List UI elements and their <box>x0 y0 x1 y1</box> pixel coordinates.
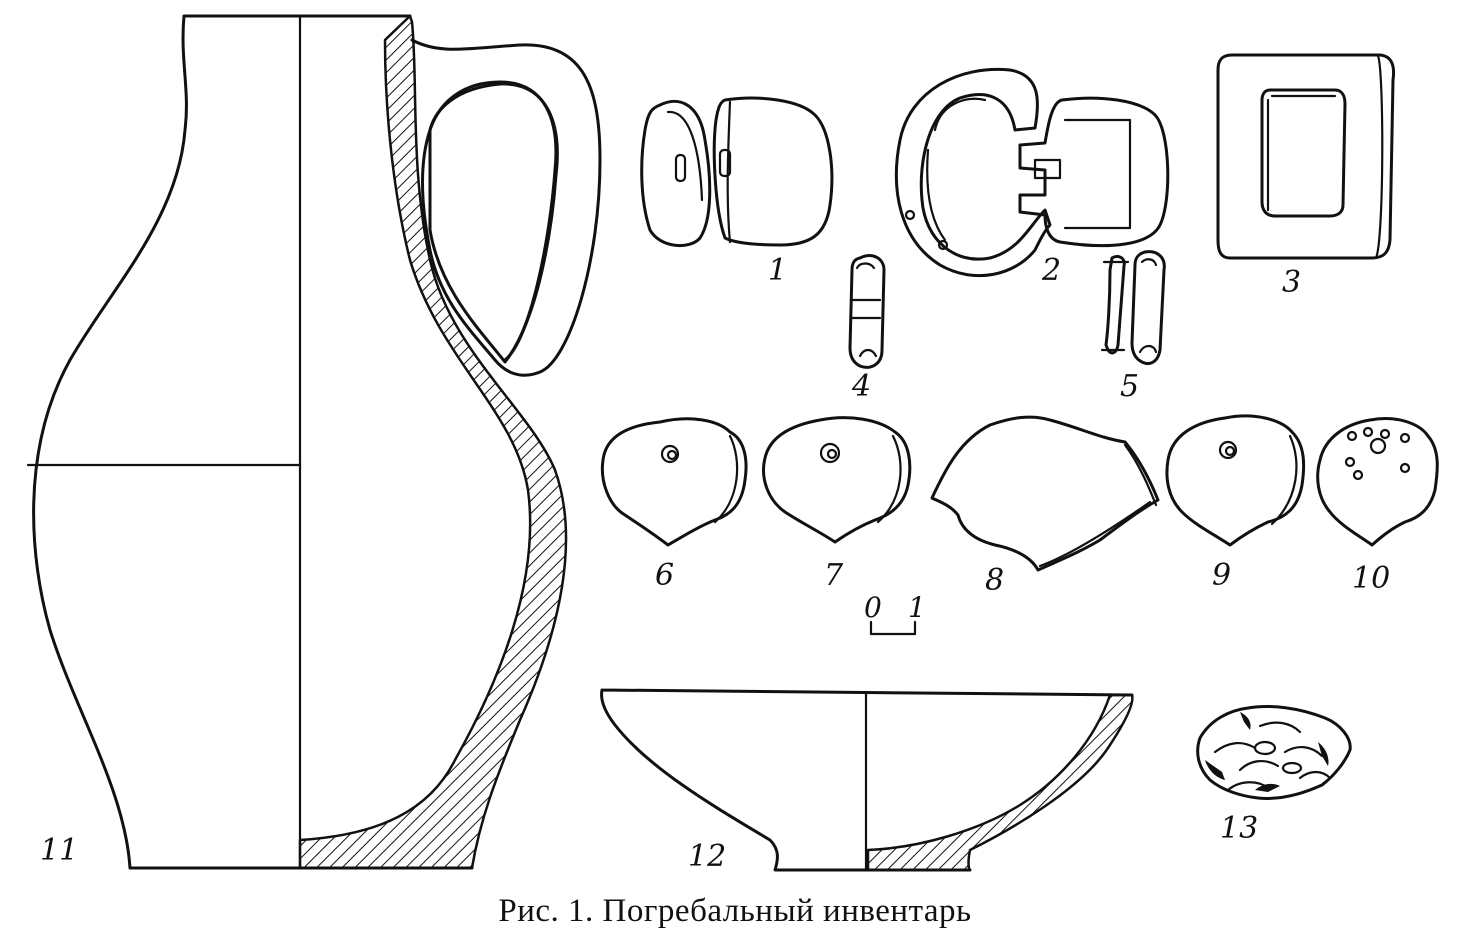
fragment-figure-13: 13 <box>1196 704 1352 846</box>
figure-number-9: 9 <box>1212 558 1231 593</box>
plaque-6-outline <box>600 417 748 547</box>
figure-number-4: 4 <box>851 369 871 404</box>
plaque-figure-8: 8 <box>930 415 1160 598</box>
buckle-figure-2: 2 <box>894 67 1170 288</box>
loop-figure-4: 4 <box>848 254 886 404</box>
plaque-figure-6: 6 <box>600 417 748 593</box>
plaque-figure-10: 10 <box>1316 417 1439 596</box>
buckle-3-outer <box>1216 53 1396 260</box>
loop-5-side <box>1104 254 1126 355</box>
figure-number-8: 8 <box>985 563 1004 598</box>
buckle-figure-3: 3 <box>1216 53 1396 300</box>
plaque-9-outline <box>1165 414 1306 547</box>
item-figure-1: 1 <box>640 96 834 288</box>
plaque-7-outline <box>762 416 912 544</box>
buckle-plate <box>1018 96 1170 248</box>
plaque-10-outline <box>1316 417 1439 547</box>
figure-number-11: 11 <box>40 833 78 868</box>
figure-number-3: 3 <box>1282 265 1301 300</box>
bowl-wall-section <box>866 693 1134 872</box>
item-1-piece-a <box>640 99 712 248</box>
figure-number-7: 7 <box>824 558 844 593</box>
fragment-13-outline <box>1196 704 1352 800</box>
buckle-3-inner <box>1260 88 1347 218</box>
figure-number-12: 12 <box>688 839 726 874</box>
jug-outline-left <box>32 14 474 870</box>
item-1-piece-b <box>712 96 834 247</box>
figure-number-6: 6 <box>655 558 674 593</box>
figure-number-5: 5 <box>1120 369 1139 404</box>
loop-5-front <box>1130 250 1166 365</box>
scale-bar-start: 0 <box>864 591 882 624</box>
plaque-figure-9: 9 <box>1165 414 1306 593</box>
loop-figure-5: 5 <box>1100 250 1166 404</box>
plaque-figure-7: 7 <box>762 416 912 593</box>
jug-wall-section <box>298 14 568 870</box>
figure-number-2: 2 <box>1041 253 1061 288</box>
figure-caption: Рис. 1. Погребальный инвентарь <box>498 893 972 929</box>
figure-number-1: 1 <box>768 253 787 288</box>
figure-number-10: 10 <box>1352 561 1390 596</box>
loop-4-body <box>848 254 886 369</box>
figure-number-13: 13 <box>1220 811 1258 846</box>
buckle-frame <box>894 67 1052 278</box>
plaque-8-outline <box>930 415 1160 572</box>
scale-bar: 0 1 <box>864 591 926 636</box>
bowl-figure-12: 12 <box>600 688 1134 874</box>
scale-bar-end: 1 <box>908 591 926 624</box>
jug-figure-11: 11 <box>26 14 602 870</box>
